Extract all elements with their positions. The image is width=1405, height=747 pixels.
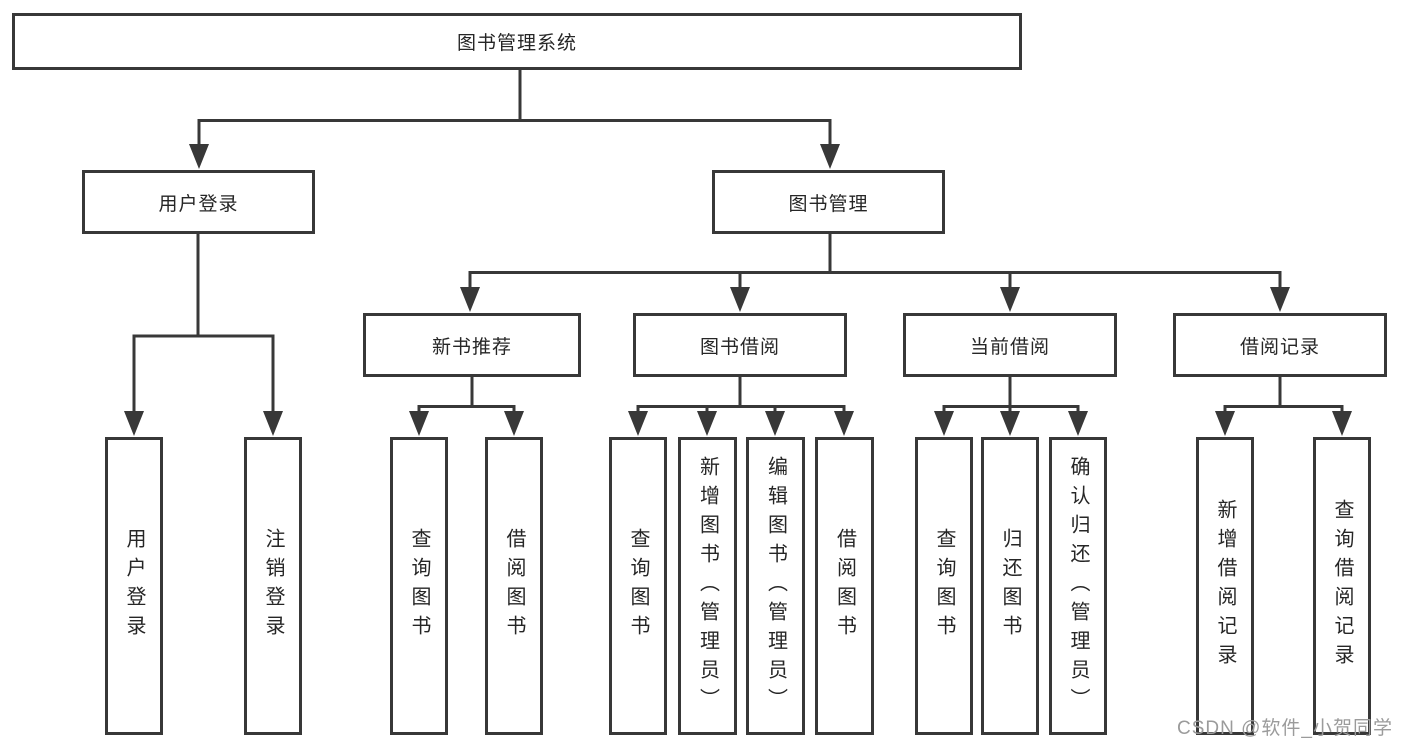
node-new-book-recommend: 新书推荐 [363, 313, 581, 377]
leaf-add-borrow-record: 新增借阅记录 [1196, 437, 1254, 735]
node-borrow-records-label: 借阅记录 [1239, 336, 1320, 358]
leaf-query-books-recommend: 查询图书 [390, 437, 448, 735]
arrowhead-icon [124, 411, 144, 436]
leaf-edit-book-admin: 编辑图书（管理员） [746, 437, 805, 735]
leaf-query-books-borrow: 查询图书 [609, 437, 667, 735]
connector-level2-rail [197, 119, 832, 146]
leaf-query-books-recommend-label: 查询图书 [408, 528, 430, 644]
arrowhead-icon [820, 144, 840, 169]
node-root: 图书管理系统 [12, 13, 1022, 70]
leaf-confirm-return-admin: 确认归还（管理员） [1049, 437, 1107, 735]
node-current-borrow-label: 当前借阅 [969, 336, 1050, 358]
arrowhead-icon [460, 287, 480, 312]
leaf-return-book-label: 归还图书 [999, 528, 1021, 644]
leaf-query-borrow-record: 查询借阅记录 [1313, 437, 1371, 735]
leaf-borrow-books: 借阅图书 [815, 437, 874, 735]
leaf-user-login-label: 用户登录 [123, 528, 145, 644]
node-new-book-recommend-label: 新书推荐 [431, 336, 512, 358]
arrowhead-icon [263, 411, 283, 436]
node-book-management-label: 图书管理 [788, 193, 869, 215]
leaf-query-books-current-label: 查询图书 [933, 528, 955, 644]
connector-recommend-rail [417, 405, 516, 413]
node-user-login-label: 用户登录 [158, 193, 239, 215]
node-root-label: 图书管理系统 [456, 33, 577, 54]
connector-level3-rail [468, 271, 1282, 289]
connector-user-login-rail [132, 334, 275, 413]
node-book-management: 图书管理 [712, 170, 945, 234]
node-borrow-records: 借阅记录 [1173, 313, 1387, 377]
arrowhead-icon [1215, 411, 1235, 436]
leaf-logout-label: 注销登录 [262, 528, 284, 644]
leaf-borrow-books-label: 借阅图书 [833, 528, 856, 644]
arrowhead-icon [409, 411, 429, 436]
leaf-return-book: 归还图书 [981, 437, 1039, 735]
leaf-query-books-current: 查询图书 [915, 437, 973, 735]
connector-records-rail [1223, 405, 1344, 413]
node-user-login: 用户登录 [82, 170, 315, 234]
leaf-borrow-books-recommend: 借阅图书 [485, 437, 543, 735]
leaf-query-borrow-record-label: 查询借阅记录 [1331, 499, 1353, 673]
arrowhead-icon [730, 287, 750, 312]
watermark: CSDN @软件_小贺同学 [1177, 718, 1393, 739]
arrowhead-icon [1332, 411, 1352, 436]
leaf-add-borrow-record-label: 新增借阅记录 [1214, 499, 1236, 673]
arrowhead-icon [1068, 411, 1088, 436]
arrowhead-icon [834, 411, 854, 436]
leaf-user-login: 用户登录 [105, 437, 163, 735]
arrowhead-icon [189, 144, 209, 169]
arrowhead-icon [765, 411, 785, 436]
arrowhead-icon [628, 411, 648, 436]
leaf-add-book-admin-label: 新增图书（管理员） [696, 455, 719, 717]
leaf-borrow-books-recommend-label: 借阅图书 [503, 528, 525, 644]
leaf-query-books-borrow-label: 查询图书 [627, 528, 649, 644]
arrowhead-icon [1000, 411, 1020, 436]
leaf-edit-book-admin-label: 编辑图书（管理员） [764, 455, 787, 717]
leaf-add-book-admin: 新增图书（管理员） [678, 437, 737, 735]
arrowhead-icon [504, 411, 524, 436]
arrowhead-icon [1000, 287, 1020, 312]
leaf-confirm-return-admin-label: 确认归还（管理员） [1067, 455, 1089, 717]
connector-borrow-rail [636, 405, 846, 413]
arrowhead-icon [697, 411, 717, 436]
leaf-logout: 注销登录 [244, 437, 302, 735]
connector-current-rail [942, 405, 1080, 413]
node-book-borrow-label: 图书借阅 [699, 336, 780, 358]
node-book-borrow: 图书借阅 [633, 313, 847, 377]
node-current-borrow: 当前借阅 [903, 313, 1117, 377]
arrowhead-icon [934, 411, 954, 436]
arrowhead-icon [1270, 287, 1290, 312]
